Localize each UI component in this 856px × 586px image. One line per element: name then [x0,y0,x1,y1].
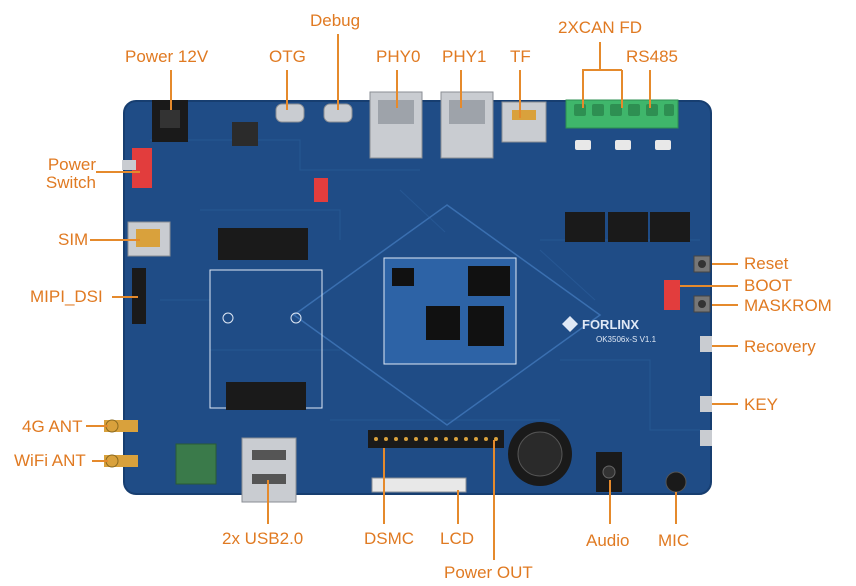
leader-lines [86,34,738,560]
transceiver-chips [565,212,690,242]
dsmc-header [368,430,504,448]
label-wifi-ant: WiFi ANT [14,451,86,470]
otg-connector [275,103,305,123]
label-tf: TF [510,47,531,66]
memory-chip [468,266,510,296]
board-model-text: OK3506x-S V1.1 [596,335,657,344]
label-power-switch-line2: Switch [45,172,96,192]
dip-switch [314,178,328,202]
label-mic: MIC [658,531,690,550]
label-phy0: PHY0 [376,47,421,66]
card-latch [226,382,306,410]
forlinx-logo-icon [562,316,578,332]
label-power-switch-line1: Power [47,155,96,174]
label-power-12v: Power 12V [125,47,209,66]
label-otg: OTG [269,47,306,66]
label-rs485: RS485 [626,47,678,66]
label-key: KEY [744,395,779,414]
power-switch [132,148,152,188]
wifi-module [175,443,217,485]
label-audio: Audio [586,531,630,550]
label-dsmc: DSMC [364,529,415,548]
som-diamond [292,204,602,426]
mic [665,471,687,493]
minipcie-slot [218,228,308,260]
key-button [700,396,712,412]
soc-chip [426,306,460,340]
label-mipi-dsi: MIPI_DSI [30,287,103,306]
inductor [232,122,258,146]
label-power-out: Power OUT [444,563,533,582]
label-reset: Reset [744,254,789,273]
recovery-button [700,336,712,352]
label-4g-ant: 4G ANT [22,417,83,436]
label-debug: Debug [310,11,361,30]
lcd-connector [371,477,467,493]
label-phy1: PHY1 [442,47,487,66]
label-can-fd: 2XCAN FD [558,18,643,37]
label-recovery: Recovery [744,337,816,356]
label-sim: SIM [58,230,89,249]
emmc-chip [468,306,504,346]
label-power-switch: Power Switch [36,156,96,192]
label-lcd: LCD [440,529,475,548]
label-usb20: 2x USB2.0 [222,529,304,548]
tf-slot [501,101,547,143]
mipi-dsi-connector [132,268,146,324]
label-maskrom: MASKROM [744,296,832,315]
boot-switch [664,280,680,310]
forlinx-brand-text: FORLINX [582,317,639,332]
label-boot: BOOT [744,276,793,295]
